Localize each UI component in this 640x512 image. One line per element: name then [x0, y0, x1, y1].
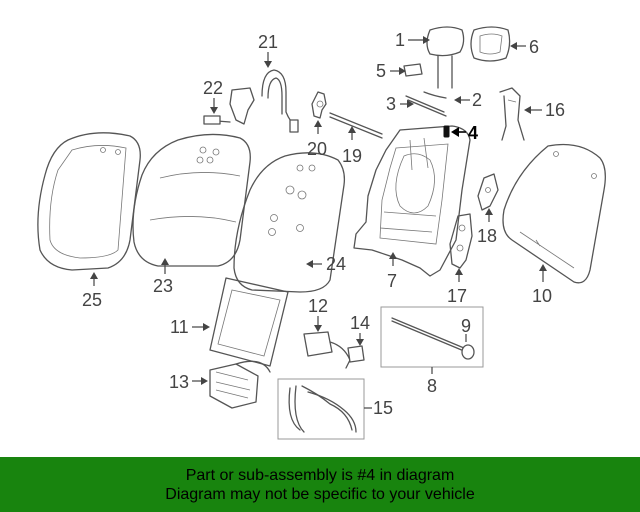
part-17-recliner[interactable] [449, 213, 473, 269]
part-7-seat-frame[interactable] [353, 125, 471, 277]
part-11-panel[interactable] [209, 277, 289, 367]
part-15-hose-kit[interactable] [277, 378, 365, 440]
callout-14[interactable]: 14 [350, 313, 370, 333]
leader-lines [90, 36, 547, 409]
callout-2[interactable]: 2 [472, 90, 482, 110]
callout-8[interactable]: 8 [427, 376, 437, 396]
part-25-seat-cover[interactable] [37, 132, 141, 271]
part-23-seat-cushion[interactable] [132, 133, 251, 267]
part-6-headrest-frame[interactable] [470, 26, 511, 62]
part-3-guide[interactable] [405, 95, 447, 117]
part-20-lumbar-adjuster[interactable] [311, 91, 327, 119]
callout-19[interactable]: 19 [342, 146, 362, 166]
part-1-headrest[interactable] [426, 26, 465, 89]
callout-7[interactable]: 7 [387, 271, 397, 291]
callout-16[interactable]: 16 [545, 100, 565, 120]
part-10-back-panel[interactable] [502, 143, 606, 284]
info-banner: Part or sub-assembly is #4 in diagram Di… [0, 457, 640, 512]
part-2-guide[interactable] [423, 91, 447, 99]
part-24-seat-pad[interactable] [233, 152, 346, 293]
part-12-motor[interactable] [303, 331, 351, 369]
callout-21[interactable]: 21 [258, 32, 278, 52]
part-16-bracket[interactable] [499, 87, 525, 141]
callout-13[interactable]: 13 [169, 372, 189, 392]
callout-18[interactable]: 18 [477, 226, 497, 246]
callout-12[interactable]: 12 [308, 296, 328, 316]
part-5-pad[interactable] [403, 63, 423, 77]
callout-24[interactable]: 24 [326, 254, 346, 274]
part-14-switch[interactable] [347, 345, 365, 363]
callout-10[interactable]: 10 [532, 286, 552, 306]
callout-4-highlighted[interactable]: 4 [468, 123, 478, 143]
part-4-highlighted[interactable] [443, 125, 450, 138]
callout-17[interactable]: 17 [447, 286, 467, 306]
callout-3[interactable]: 3 [386, 94, 396, 114]
banner-line-2: Diagram may not be specific to your vehi… [165, 485, 475, 503]
callout-20[interactable]: 20 [307, 139, 327, 159]
callout-9[interactable]: 9 [461, 316, 471, 336]
part-22-connector[interactable] [203, 87, 255, 125]
part-19-rod[interactable] [329, 112, 383, 139]
callout-5[interactable]: 5 [376, 61, 386, 81]
callout-11[interactable]: 11 [170, 317, 189, 337]
callout-6[interactable]: 6 [529, 37, 539, 57]
parts-diagram: 1 5 6 3 2 4 16 21 22 20 19 7 17 18 10 23… [37, 26, 606, 440]
part-13-pump[interactable] [209, 360, 271, 409]
callout-15[interactable]: 15 [373, 398, 393, 418]
callout-labels: 1 5 6 3 2 4 16 21 22 20 19 7 17 18 10 23… [82, 30, 565, 418]
part-21-wire-harness[interactable] [261, 69, 299, 133]
part-8-9-rod-kit[interactable] [380, 306, 484, 368]
part-18-bracket[interactable] [477, 173, 499, 211]
callout-1[interactable]: 1 [395, 30, 405, 50]
callout-22[interactable]: 22 [203, 78, 223, 98]
callout-25[interactable]: 25 [82, 290, 102, 310]
banner-line-1: Part or sub-assembly is #4 in diagram [185, 466, 455, 484]
callout-23[interactable]: 23 [153, 276, 173, 296]
